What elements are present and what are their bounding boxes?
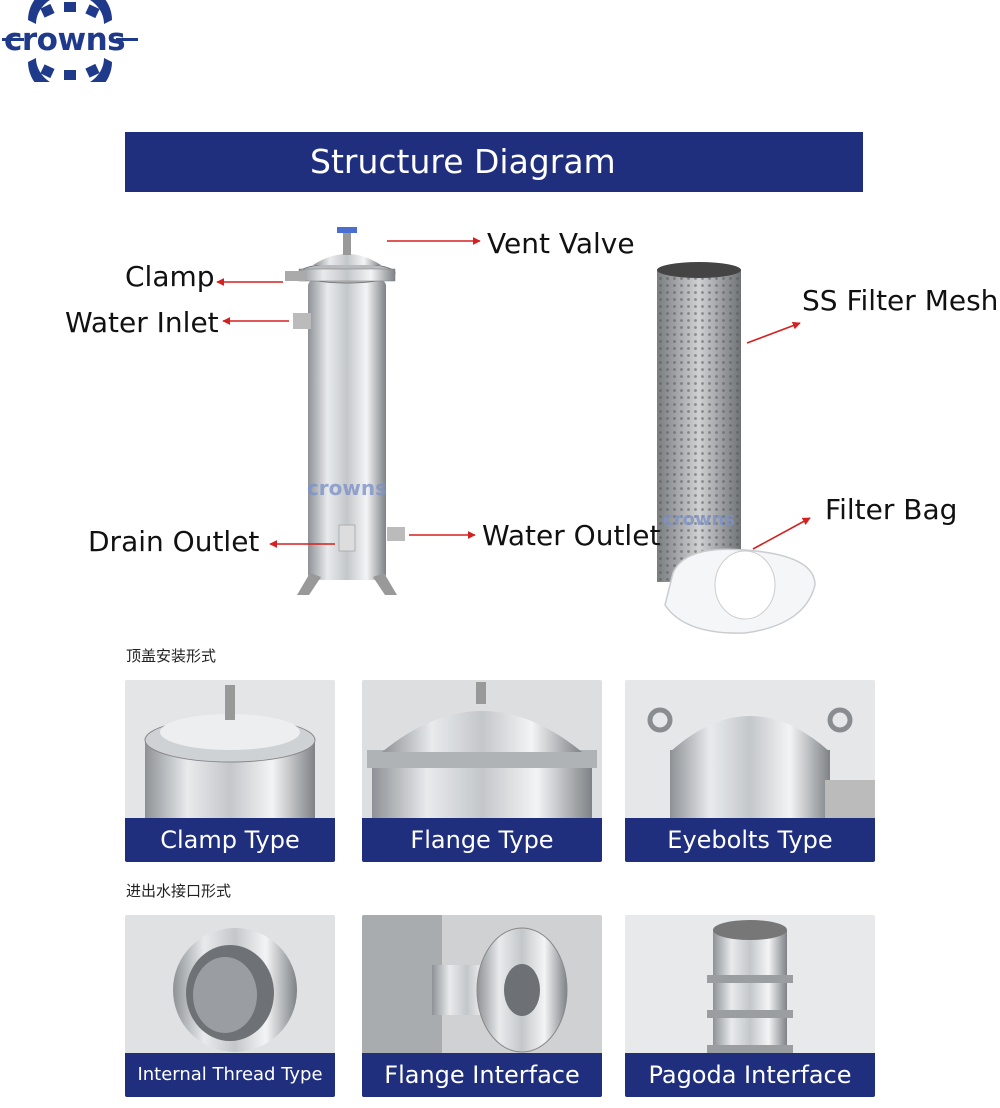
ss-filter-mesh: crowns — [657, 262, 741, 582]
label-filter-bag: Filter Bag — [825, 493, 958, 526]
section-label-interface: 进出水接口形式 — [126, 882, 232, 900]
card-clamp-type: Clamp Type — [125, 680, 335, 862]
watermark-2: crowns — [663, 509, 735, 530]
caption-eyebolts-type: Eyebolts Type — [625, 818, 875, 862]
structure-diagram: crowns crowns Vent Valve Clamp Water Inl… — [65, 205, 998, 635]
label-ss-filter-mesh: SS Filter Mesh — [802, 284, 999, 317]
section-label-top-cover: 顶盖安装形式 — [126, 647, 217, 665]
card-pagoda-interface: Pagoda Interface — [625, 915, 875, 1097]
caption-internal-thread-type: Internal Thread Type — [125, 1053, 335, 1097]
label-clamp: Clamp — [125, 260, 215, 293]
callout-arrows — [216, 237, 811, 550]
title-band: Structure Diagram — [125, 132, 863, 192]
logo-text: crowns — [4, 22, 126, 58]
label-vent-valve: Vent Valve — [487, 227, 635, 260]
caption-flange-interface: Flange Interface — [362, 1053, 602, 1097]
label-water-outlet: Water Outlet — [482, 519, 661, 552]
card-eyebolts-type: Eyebolts Type — [625, 680, 875, 862]
watermark-1: crowns — [307, 476, 387, 500]
diagram-illustration: crowns crowns — [216, 227, 816, 634]
caption-flange-type: Flange Type — [362, 818, 602, 862]
card-internal-thread-type: Internal Thread Type — [125, 915, 335, 1097]
filter-housing: crowns — [285, 227, 405, 595]
caption-clamp-type: Clamp Type — [125, 818, 335, 862]
card-flange-interface: Flange Interface — [362, 915, 602, 1097]
page-title: Structure Diagram — [310, 142, 616, 181]
card-flange-type: Flange Type — [362, 680, 602, 862]
gear-icon — [2, 0, 138, 82]
crowns-logo: crowns — [0, 0, 140, 82]
label-water-inlet: Water Inlet — [65, 306, 219, 339]
caption-pagoda-interface: Pagoda Interface — [625, 1053, 875, 1097]
filter-bag — [664, 548, 816, 634]
label-drain-outlet: Drain Outlet — [88, 525, 260, 558]
